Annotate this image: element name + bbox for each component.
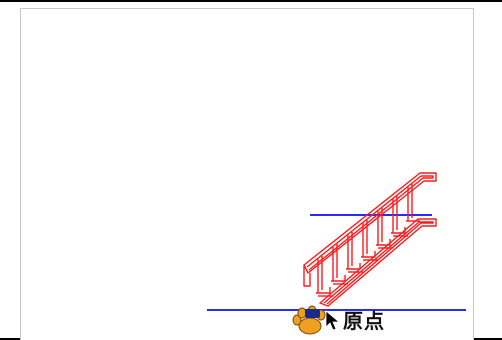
staircase-drawing[interactable] — [303, 172, 437, 307]
arrow-cursor-icon — [325, 310, 341, 331]
paw-icon — [292, 305, 326, 335]
top-handrail-inner — [306, 175, 434, 271]
left-margin — [0, 2, 20, 338]
balusters — [317, 184, 413, 293]
origin-label: 原点 — [343, 309, 385, 333]
drawing-canvas[interactable] — [20, 8, 474, 340]
lower-stringer — [319, 218, 437, 307]
right-margin — [474, 2, 502, 338]
top-handrail — [303, 172, 437, 274]
bottom-post — [303, 265, 311, 287]
stair-treads — [316, 220, 420, 297]
